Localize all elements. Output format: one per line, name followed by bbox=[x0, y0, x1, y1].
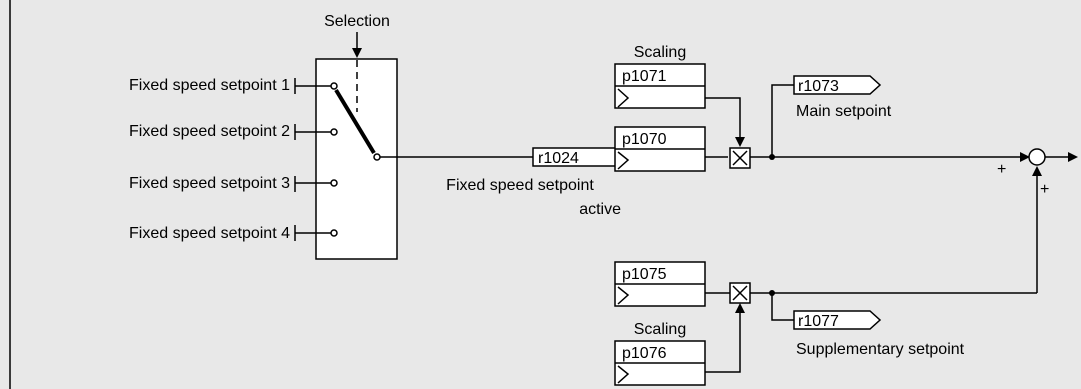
input-1: Fixed speed setpoint 1 bbox=[129, 77, 338, 94]
p1071-arrowhead bbox=[735, 137, 745, 147]
input-3: Fixed speed setpoint 3 bbox=[129, 175, 338, 192]
input-label-3: Fixed speed setpoint 3 bbox=[129, 175, 290, 192]
switch-output-terminal bbox=[373, 153, 381, 161]
scaling-label-top: Scaling bbox=[634, 44, 686, 61]
plus-bottom-sign: + bbox=[1040, 181, 1049, 198]
r1073-branch-line bbox=[771, 84, 794, 157]
p1070-parameter-box: p1070 bbox=[614, 126, 706, 172]
input-4: Fixed speed setpoint 4 bbox=[129, 225, 338, 242]
selector-switch-box bbox=[315, 58, 398, 260]
r1024-label: r1024 bbox=[538, 150, 579, 167]
supplementary-setpoint-label: Supplementary setpoint bbox=[796, 341, 965, 358]
input-label-1: Fixed speed setpoint 1 bbox=[129, 77, 290, 94]
selection-label: Selection bbox=[324, 13, 390, 30]
p1070-label: p1070 bbox=[622, 131, 667, 148]
input-label-2: Fixed speed setpoint 2 bbox=[129, 123, 290, 140]
supplementary-feed-arrowhead bbox=[1032, 166, 1042, 176]
switch-blade bbox=[334, 88, 376, 155]
p1075-parameter-box: p1075 bbox=[614, 261, 706, 307]
main-setpoint-label: Main setpoint bbox=[796, 103, 892, 120]
r1073-connector: r1073 bbox=[793, 75, 882, 95]
input-2: Fixed speed setpoint 2 bbox=[129, 123, 338, 140]
p1075-label: p1075 bbox=[622, 266, 667, 283]
p1076-arrowhead bbox=[735, 303, 745, 313]
scaling-label-bottom: Scaling bbox=[634, 321, 686, 338]
r1077-label: r1077 bbox=[798, 313, 839, 330]
r1073-label: r1073 bbox=[798, 78, 839, 95]
p1076-label: p1076 bbox=[622, 345, 667, 362]
fixed-active-label-line1: Fixed speed setpoint bbox=[446, 177, 594, 194]
summation-node bbox=[1028, 148, 1046, 166]
p1076-parameter-box: p1076 bbox=[614, 340, 706, 386]
input-label-4: Fixed speed setpoint 4 bbox=[129, 225, 290, 242]
r1024-connector: r1024 bbox=[532, 147, 632, 167]
output-arrowhead bbox=[1068, 152, 1078, 162]
r1077-branch-line bbox=[771, 293, 794, 321]
main-setpoint-arrowhead bbox=[1020, 152, 1030, 162]
selection-arrowhead bbox=[352, 48, 362, 58]
p1071-to-multiplier-line bbox=[705, 97, 741, 138]
bottom-multiplier bbox=[729, 282, 751, 304]
fixed-active-label-line2: active bbox=[579, 201, 621, 218]
top-multiplier bbox=[729, 147, 751, 169]
p1071-label: p1071 bbox=[622, 68, 667, 85]
p1071-parameter-box: p1071 bbox=[614, 63, 706, 109]
r1077-connector: r1077 bbox=[793, 310, 882, 330]
plus-left-sign: + bbox=[997, 161, 1006, 178]
p1076-to-multiplier-line bbox=[705, 312, 741, 373]
